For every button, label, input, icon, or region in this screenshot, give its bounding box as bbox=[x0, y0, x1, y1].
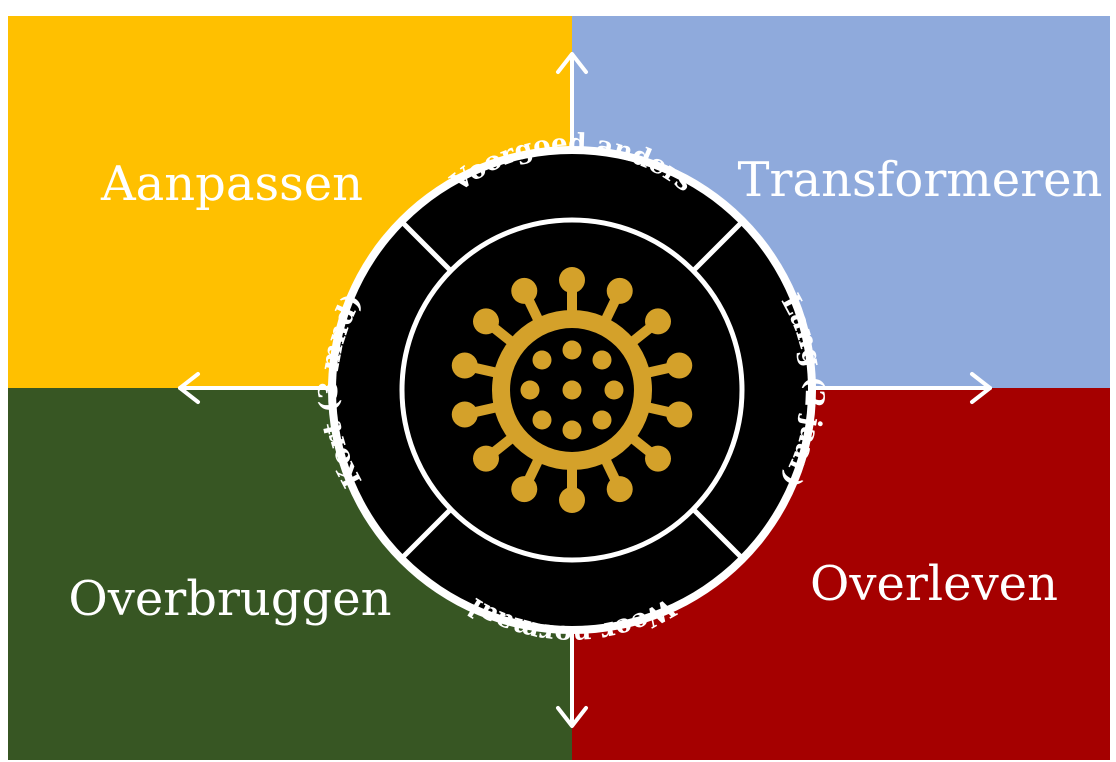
label-transformeren: Transformeren bbox=[738, 152, 1103, 208]
label-overleven: Overleven bbox=[810, 556, 1058, 612]
coronavirus-icon bbox=[451, 267, 693, 513]
label-aanpassen: Aanpassen bbox=[100, 156, 363, 212]
label-overbruggen: Overbruggen bbox=[68, 571, 391, 627]
